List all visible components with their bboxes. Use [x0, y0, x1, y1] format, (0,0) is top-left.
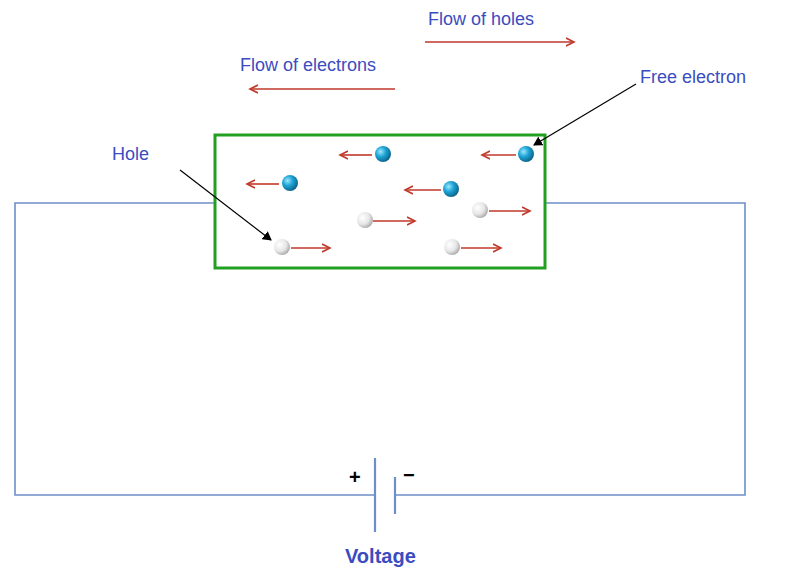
- semiconductor-block: [215, 135, 545, 268]
- leader-line: [534, 84, 636, 145]
- voltage-label: Voltage: [345, 545, 416, 567]
- callout-label: Hole: [112, 145, 149, 165]
- flow-label: Flow of holes: [428, 10, 534, 30]
- battery-symbol: [375, 458, 395, 532]
- flow-label: Flow of electrons: [240, 56, 376, 76]
- callout-label: Free electron: [640, 68, 746, 88]
- flow-arrow: [425, 41, 574, 43]
- flow-arrow: [250, 88, 395, 90]
- leader-line: [180, 170, 271, 240]
- free-electron: [282, 146, 534, 197]
- hole-arrow: [291, 211, 530, 248]
- terminal-sign: +: [349, 466, 361, 488]
- hole: [274, 202, 488, 255]
- terminal-sign: −: [403, 464, 415, 486]
